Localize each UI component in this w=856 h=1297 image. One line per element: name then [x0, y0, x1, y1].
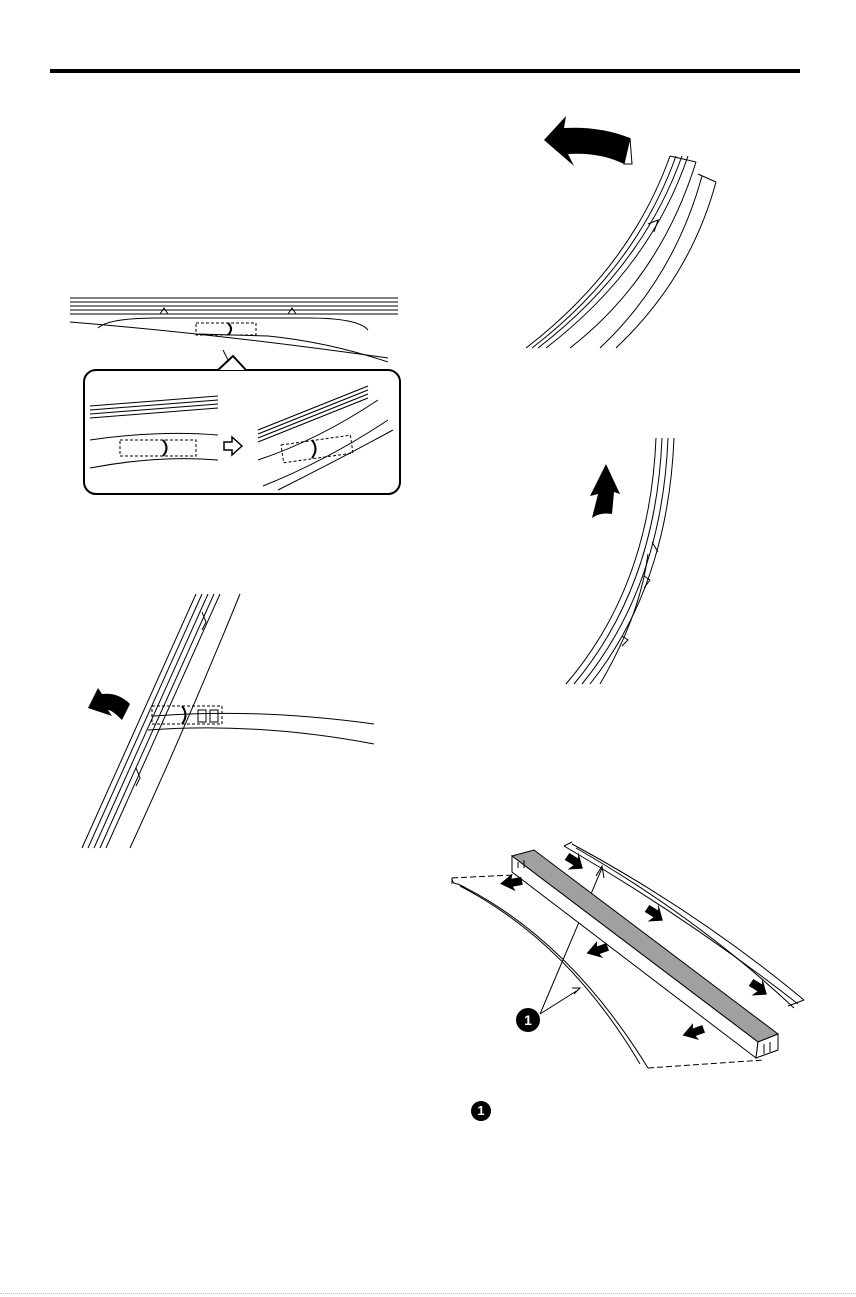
wiper-blade-pull-arrow-icon — [78, 592, 378, 852]
wiper-blade-clip-release-icon — [68, 290, 408, 500]
pull-arrow-icon — [544, 116, 630, 166]
wiper-rubber-pull-arrow-icon — [520, 108, 730, 353]
callout-number: 1 — [524, 1012, 532, 1028]
slide-arrow-icon — [590, 464, 620, 518]
pull-arrow-icon — [88, 688, 130, 720]
wiper-rubber-slide-arrow-icon — [560, 436, 690, 686]
header-rule — [50, 69, 800, 73]
wiper-rubber-insert-arrows-icon: 1 — [448, 838, 808, 1078]
legend-callout-number: 1 — [471, 1101, 491, 1121]
page-bottom-edge — [0, 1293, 856, 1295]
